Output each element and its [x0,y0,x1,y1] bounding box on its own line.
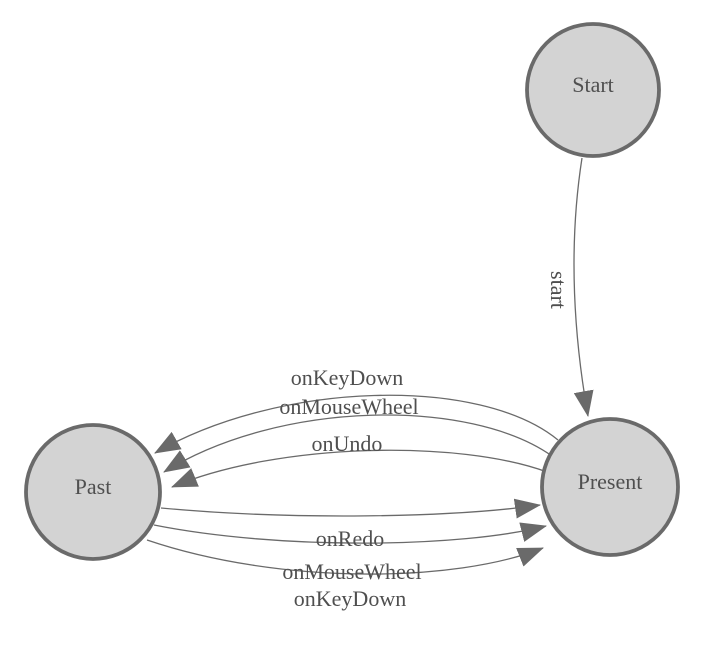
edge-label-onundo: onUndo [312,431,383,456]
edge-present-to-past-onmousewheel [163,414,553,473]
edge-past-to-present-onmousewheel [153,522,547,544]
edge-label-group: start onKeyDown onMouseWheel onUndo onRe… [279,271,571,611]
edge-label-onkeydown-bottom: onKeyDown [294,586,406,611]
node-group: Start Past Present [24,22,680,561]
edge-label-start: start [546,271,571,309]
node-start-label: Start [572,72,614,97]
edge-label-onredo: onRedo [316,526,384,551]
edge-label-onmousewheel-top: onMouseWheel [279,394,418,419]
edge-label-onkeydown-top: onKeyDown [291,365,403,390]
edge-past-to-present-onredo [160,498,541,519]
node-start-circle [525,22,661,158]
node-past-circle [24,423,162,561]
node-start: Start [525,22,661,158]
node-present-label: Present [578,469,643,494]
edge-past-to-present-onkeydown [146,539,544,575]
node-past: Past [24,423,162,561]
node-past-label: Past [75,474,112,499]
node-present: Present [540,417,680,557]
edge-group [146,157,594,575]
edge-present-to-past-onkeydown [154,394,559,454]
edge-start-to-present [573,157,594,417]
edge-label-onmousewheel-bottom: onMouseWheel [282,559,421,584]
edge-present-to-past-onundo [171,449,548,488]
node-present-circle [540,417,680,557]
